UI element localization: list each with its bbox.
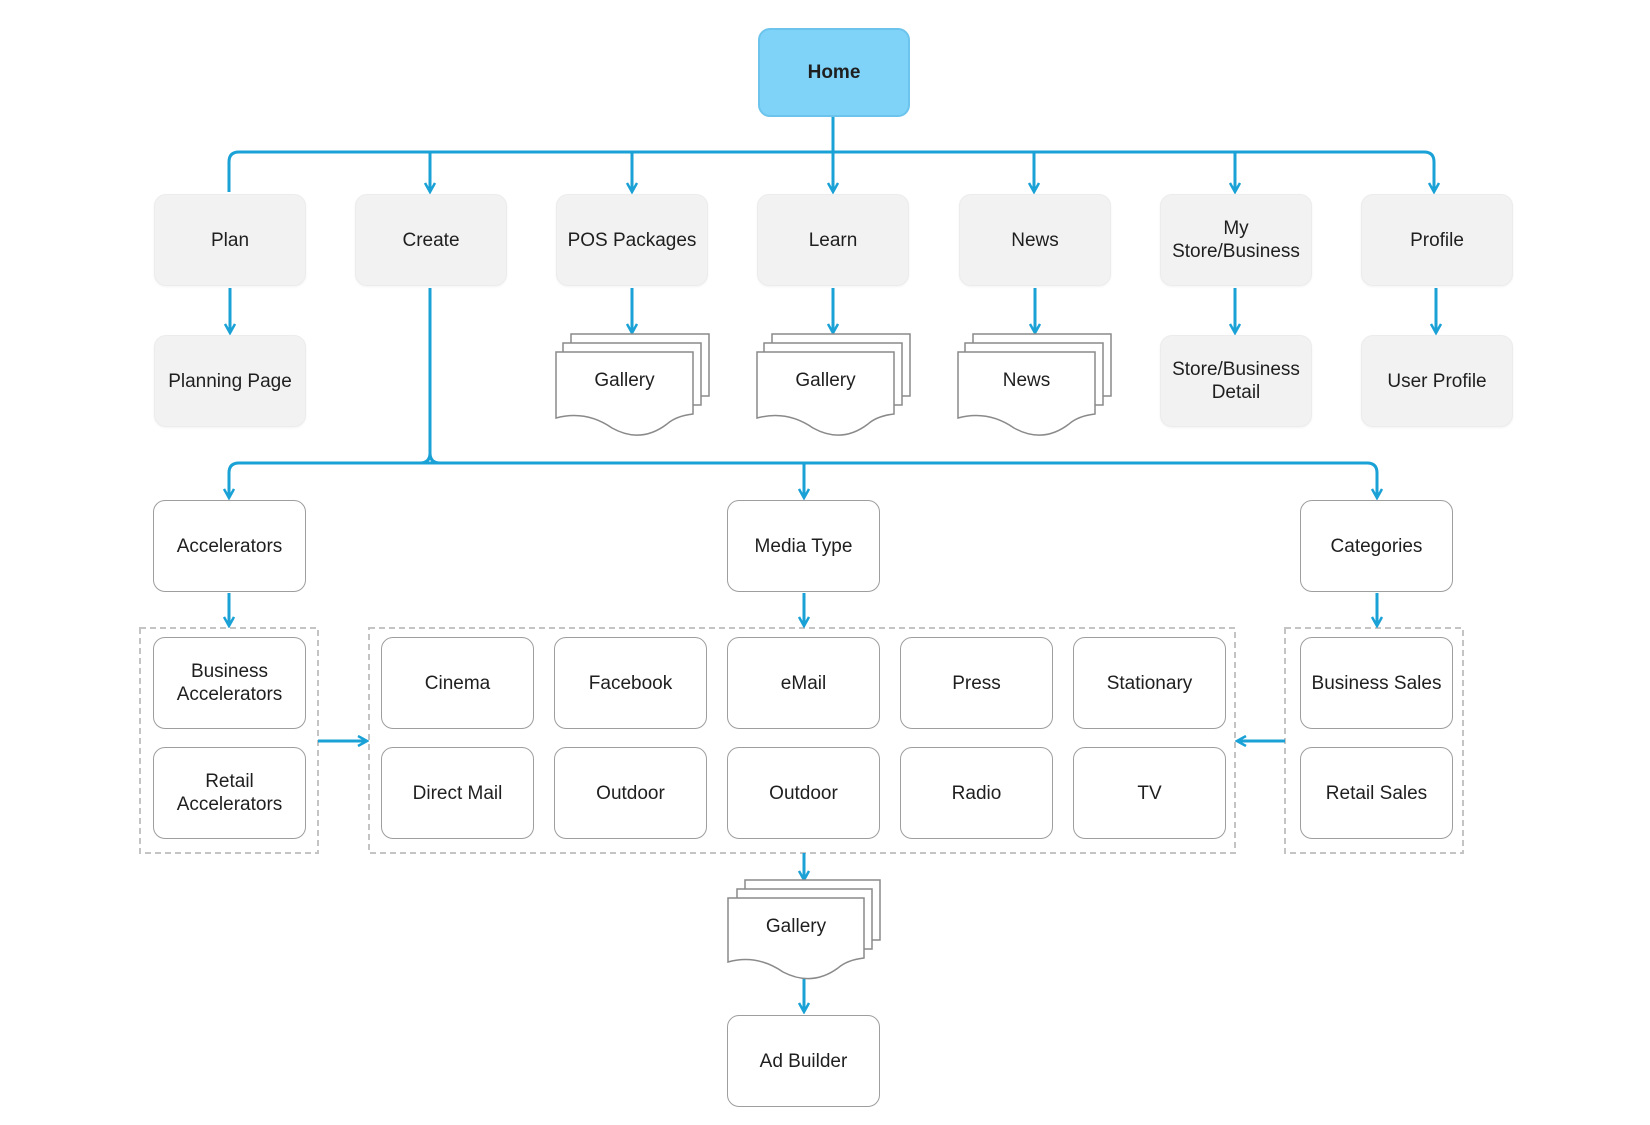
- media-item-label: Radio: [951, 782, 1002, 804]
- media-item[interactable]: eMail: [727, 637, 880, 729]
- section-profile-label: Profile: [1410, 229, 1464, 251]
- section-news-label: News: [1011, 229, 1059, 251]
- news-pages-label[interactable]: News: [1002, 369, 1051, 391]
- media-item-label: Direct Mail: [412, 782, 503, 804]
- section-profile[interactable]: Profile: [1361, 194, 1513, 286]
- media-item[interactable]: Outdoor: [554, 747, 707, 839]
- section-pos-packages[interactable]: POS Packages: [556, 194, 708, 286]
- accelerator-item-label: Retail Accelerators: [176, 771, 283, 815]
- pos-gallery-stack: [555, 333, 710, 436]
- home-label: Home: [807, 62, 861, 83]
- media-type-label: Media Type: [754, 535, 853, 557]
- media-item-label: Outdoor: [769, 782, 838, 804]
- category-item[interactable]: Business Sales: [1300, 637, 1453, 729]
- media-gallery-label[interactable]: Gallery: [765, 915, 827, 937]
- section-news[interactable]: News: [959, 194, 1111, 286]
- category-item[interactable]: Retail Sales: [1300, 747, 1453, 839]
- section-my-store-business[interactable]: My Store/Business: [1160, 194, 1312, 286]
- media-item[interactable]: Outdoor: [727, 747, 880, 839]
- user-profile-label: User Profile: [1387, 370, 1487, 392]
- media-item-label: TV: [1137, 782, 1162, 804]
- section-create-label: Create: [402, 229, 460, 251]
- media-type-group: [368, 627, 1236, 854]
- user-profile-node[interactable]: User Profile: [1361, 335, 1513, 427]
- section-learn-label: Learn: [808, 229, 858, 251]
- media-item-label: eMail: [780, 672, 827, 694]
- home-node[interactable]: Home: [758, 28, 910, 117]
- category-item-label: Business Sales: [1311, 672, 1442, 694]
- section-pos-packages-label: POS Packages: [567, 229, 697, 251]
- media-item-label: Facebook: [588, 672, 673, 694]
- pos-gallery-label[interactable]: Gallery: [594, 369, 655, 391]
- media-item[interactable]: Cinema: [381, 637, 534, 729]
- media-item[interactable]: Direct Mail: [381, 747, 534, 839]
- ad-builder-node[interactable]: Ad Builder: [727, 1015, 880, 1107]
- media-gallery-stack: [727, 879, 881, 980]
- accelerator-item[interactable]: Business Accelerators: [153, 637, 306, 729]
- section-learn[interactable]: Learn: [757, 194, 909, 286]
- media-item[interactable]: Facebook: [554, 637, 707, 729]
- media-item-label: Stationary: [1106, 672, 1193, 694]
- learn-gallery-label[interactable]: Gallery: [795, 369, 856, 391]
- media-item-label: Outdoor: [596, 782, 665, 804]
- media-item[interactable]: Press: [900, 637, 1053, 729]
- media-type-node[interactable]: Media Type: [727, 500, 880, 592]
- planning-page-label: Planning Page: [168, 370, 292, 392]
- create-stem-join: [419, 452, 441, 465]
- accelerators-node[interactable]: Accelerators: [153, 500, 306, 592]
- media-item-label: Cinema: [424, 672, 491, 694]
- section-my-store-business-label: My Store/Business: [1172, 218, 1300, 262]
- section-plan-label: Plan: [210, 229, 250, 251]
- media-item-label: Press: [952, 672, 1001, 694]
- accelerator-item-label: Business Accelerators: [176, 661, 283, 705]
- category-item-label: Retail Sales: [1325, 782, 1428, 804]
- section-create[interactable]: Create: [355, 194, 507, 286]
- planning-page-node[interactable]: Planning Page: [154, 335, 306, 427]
- news-stack: [957, 333, 1112, 436]
- section-plan[interactable]: Plan: [154, 194, 306, 286]
- categories-label: Categories: [1330, 535, 1423, 557]
- media-item[interactable]: Stationary: [1073, 637, 1226, 729]
- media-item[interactable]: TV: [1073, 747, 1226, 839]
- ad-builder-label: Ad Builder: [759, 1050, 848, 1072]
- categories-node[interactable]: Categories: [1300, 500, 1453, 592]
- accelerators-label: Accelerators: [176, 535, 283, 557]
- media-item[interactable]: Radio: [900, 747, 1053, 839]
- learn-gallery-stack: [756, 333, 911, 436]
- store-business-detail-label: Store/Business Detail: [1172, 359, 1300, 403]
- accelerator-item[interactable]: Retail Accelerators: [153, 747, 306, 839]
- store-business-detail-node[interactable]: Store/Business Detail: [1160, 335, 1312, 427]
